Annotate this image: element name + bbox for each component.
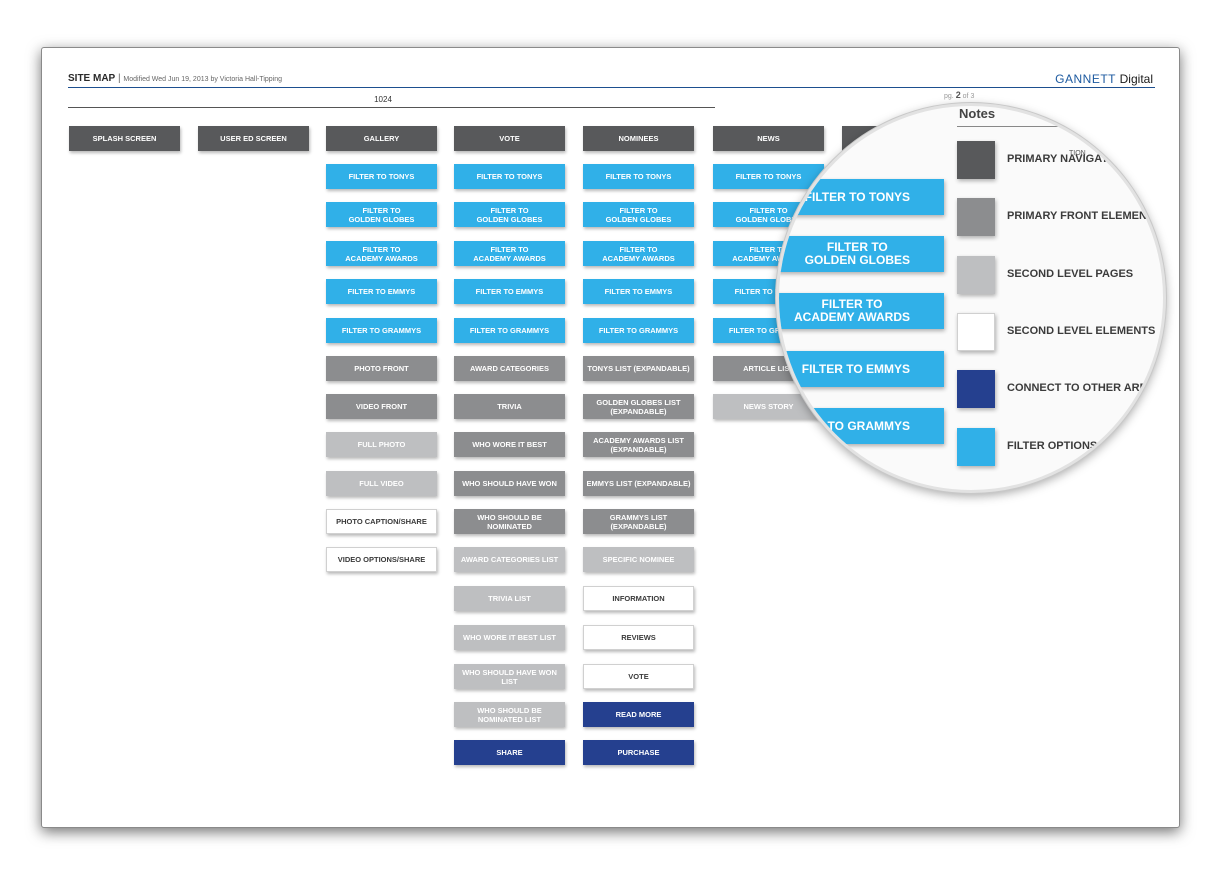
sitemap-node-filter: FILTER TO GRAMMYS (583, 318, 694, 343)
legend-swatch (957, 141, 995, 179)
width-indicator-line (68, 107, 715, 108)
legend-label: FILTER OPTIONS (1007, 440, 1098, 452)
sitemap-node-front: AWARD CATEGORIES (454, 356, 565, 381)
sitemap-node-second: SPECIFIC NOMINEE (583, 547, 694, 572)
sitemap-node-second: TRIVIA LIST (454, 586, 565, 611)
sitemap-node-primary: USER ED SCREEN (198, 126, 309, 151)
sitemap-node-element: VIDEO OPTIONS/SHARE (326, 547, 437, 572)
sitemap-node-primary: GALLERY (326, 126, 437, 151)
legend-label: SECOND LEVEL PAGES (1007, 268, 1134, 280)
sitemap-sheet: SITE MAP | Modified Wed Jun 19, 2013 by … (41, 47, 1180, 828)
sitemap-node-filter: FILTER TO TONYS (713, 164, 824, 189)
modified-text: Modified Wed Jun 19, 2013 by Victoria Ha… (123, 76, 283, 83)
sitemap-node-filter: FILTER TO GRAMMYS (326, 318, 437, 343)
legend-swatch (957, 370, 995, 408)
header-divider (68, 87, 1155, 88)
sitemap-node-front: GOLDEN GLOBES LIST(EXPANDABLE) (583, 394, 694, 419)
legend-item: SECOND LEVEL ELEMENTS (957, 313, 1163, 351)
sitemap-node-front: WHO SHOULD HAVE WON (454, 471, 565, 496)
sitemap-node-filter: FILTER TO EMMYS (583, 279, 694, 304)
header-title: SITE MAP | Modified Wed Jun 19, 2013 by … (68, 73, 283, 84)
sitemap-node-connect: SHARE (454, 740, 565, 765)
sitemap-node-connect: PURCHASE (583, 740, 694, 765)
legend-item: CONNECT TO OTHER AREAS (957, 370, 1163, 408)
legend-label: SECOND LEVEL ELEMENTS (1007, 325, 1156, 337)
magnified-filter-box: FILTER TO EMMYS (779, 351, 944, 387)
sitemap-node-filter: FILTER TO TONYS (326, 164, 437, 189)
notes-fragment: TION (1069, 150, 1086, 157)
sitemap-node-front: TONYS LIST (EXPANDABLE) (583, 356, 694, 381)
legend-swatch (957, 256, 995, 294)
sitemap-node-primary: SPLASH SCREEN (69, 126, 180, 151)
legend-label: CONNECT TO OTHER AREAS (1007, 382, 1163, 394)
sitemap-node-front: TRIVIA (454, 394, 565, 419)
sitemap-node-second: AWARD CATEGORIES LIST (454, 547, 565, 572)
legend-swatch (957, 313, 995, 351)
sitemap-node-element: VOTE (583, 664, 694, 689)
sitemap-node-element: PHOTO CAPTION/SHARE (326, 509, 437, 534)
sitemap-node-filter: FILTER TO TONYS (583, 164, 694, 189)
sitemap-node-front: ACADEMY AWARDS LIST(EXPANDABLE) (583, 432, 694, 457)
legend-label: PRIMARY FRONT ELEMENTS (1007, 210, 1162, 222)
magnified-filter-box: FILTER TO GRAMMYS (779, 408, 944, 444)
legend-item: PRIMARY FRONT ELEMENTS (957, 198, 1163, 236)
legend-swatch (957, 428, 995, 466)
sitemap-node-element: INFORMATION (583, 586, 694, 611)
sitemap-node-front: VIDEO FRONT (326, 394, 437, 419)
sitemap-node-connect: READ MORE (583, 702, 694, 727)
sitemap-node-front: PHOTO FRONT (326, 356, 437, 381)
sitemap-node-filter: FILTER TO EMMYS (454, 279, 565, 304)
sitemap-node-primary: NEWS (713, 126, 824, 151)
notes-divider (957, 126, 1163, 127)
notes-title: Notes (959, 106, 996, 121)
sitemap-node-filter: FILTER TO EMMYS (326, 279, 437, 304)
sitemap-node-second: WHO WORE IT BEST LIST (454, 625, 565, 650)
sitemap-node-filter: FILTER TO GRAMMYS (454, 318, 565, 343)
sitemap-node-front: EMMYS LIST (EXPANDABLE) (583, 471, 694, 496)
sitemap-node-front: WHO WORE IT BEST (454, 432, 565, 457)
brand-logo: GANNETT Digital (1055, 72, 1153, 86)
legend-label: PRIMARY NAVIGATION (1007, 153, 1128, 165)
sitemap-node-second: FULL PHOTO (326, 432, 437, 457)
legend-item: PRIMARY NAVIGATION (957, 141, 1163, 179)
legend-item: FILTER OPTIONS (957, 428, 1163, 466)
sitemap-node-element: REVIEWS (583, 625, 694, 650)
page-number: pg. 2 of 3 (944, 90, 975, 100)
sitemap-node-front: GRAMMYS LIST(EXPANDABLE) (583, 509, 694, 534)
magnified-filter-box: FILTER TO TONYS (779, 179, 944, 215)
sitemap-node-filter: FILTER TO TONYS (454, 164, 565, 189)
sitemap-node-primary: VOTE (454, 126, 565, 151)
legend-swatch (957, 198, 995, 236)
width-label: 1024 (374, 95, 392, 104)
sitemap-node-second: FULL VIDEO (326, 471, 437, 496)
legend-item: SECOND LEVEL PAGES (957, 256, 1163, 294)
sitemap-node-primary: NOMINEES (583, 126, 694, 151)
